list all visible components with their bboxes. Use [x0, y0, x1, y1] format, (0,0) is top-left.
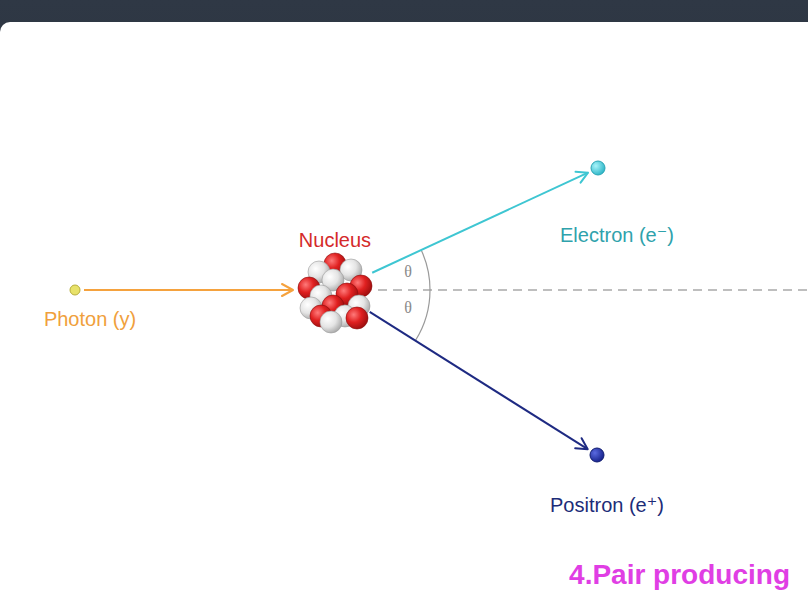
nucleus: Nucleus	[295, 250, 375, 330]
neutron-sphere	[320, 311, 342, 333]
angle-arc	[416, 250, 430, 340]
caption: 4.Pair producing	[569, 559, 790, 591]
axis-dashed-line	[378, 289, 808, 291]
angle-label: θ	[404, 299, 412, 317]
track-line	[372, 173, 588, 273]
particle-dot	[70, 285, 80, 295]
arrowhead	[575, 438, 588, 449]
arrowhead	[576, 172, 589, 183]
particle-track	[372, 172, 588, 273]
angle-label: θ	[404, 263, 412, 281]
track-line	[370, 312, 588, 449]
particle-track	[84, 284, 293, 296]
particle-dot	[589, 159, 607, 177]
track-line	[84, 289, 293, 291]
particle-dot	[67, 282, 83, 298]
electron-particle: Electron (e⁻)	[589, 159, 607, 177]
arrowhead	[282, 284, 293, 296]
positron-particle: Positron (e⁺)	[588, 446, 606, 464]
particle-dot	[591, 161, 605, 175]
proton-sphere	[346, 307, 368, 329]
particle-track	[370, 312, 588, 449]
particle-dot	[588, 446, 606, 464]
particle-label: Nucleus	[299, 228, 371, 252]
particle-label: Positron (e⁺)	[550, 493, 664, 517]
particle-label: Photon (y)	[44, 307, 136, 331]
particle-dot	[590, 448, 604, 462]
particle-label: Electron (e⁻)	[560, 223, 674, 247]
white-panel	[0, 22, 808, 604]
nucleus-illustration	[295, 250, 375, 330]
photon-particle: Photon (y)	[67, 282, 83, 298]
